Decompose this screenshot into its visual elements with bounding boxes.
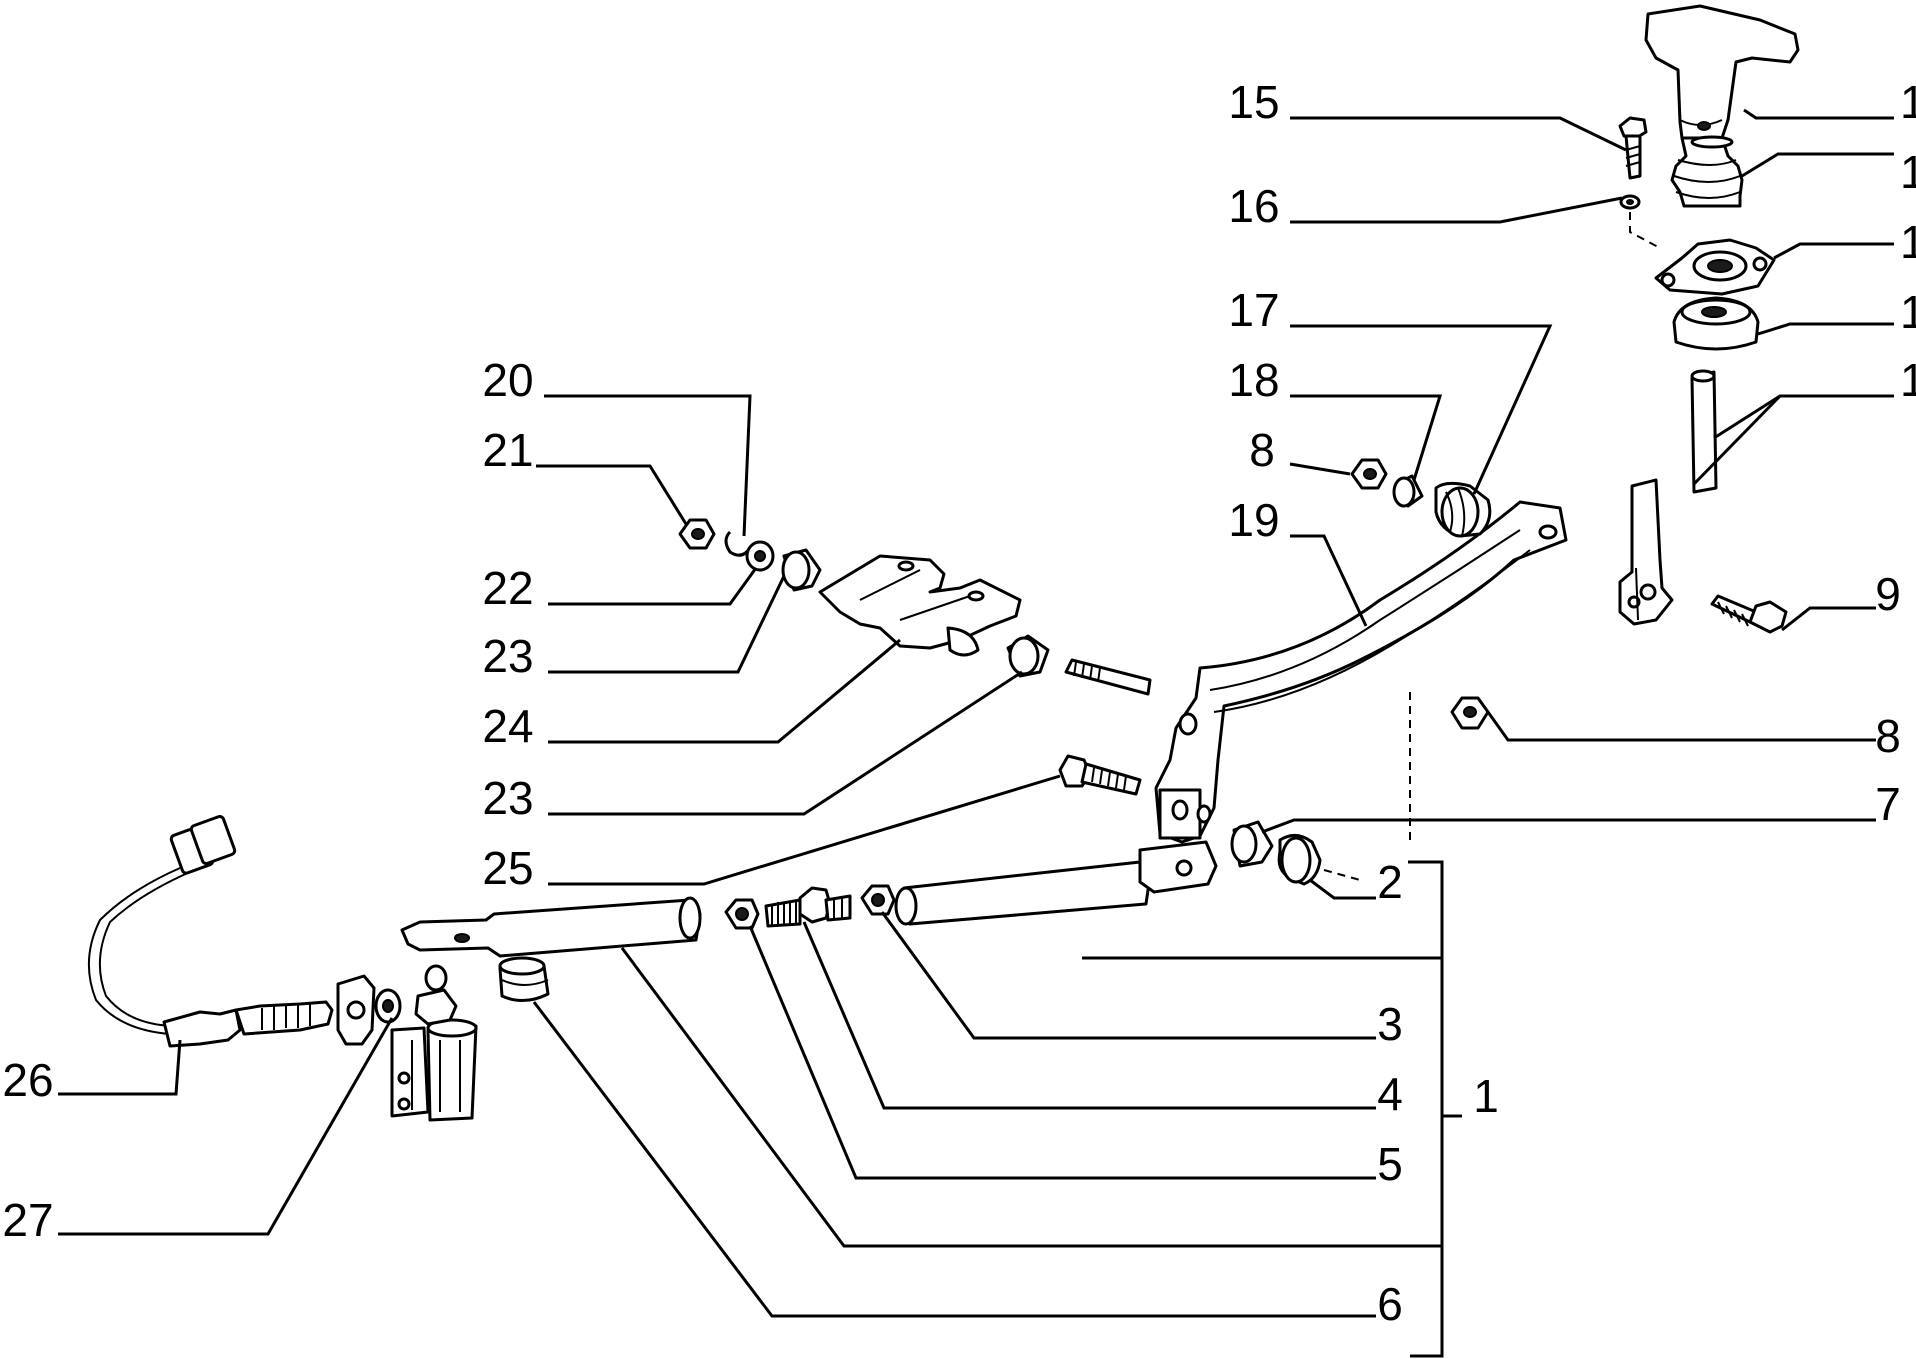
callout-14: 14 (1900, 76, 1916, 128)
leader-15 (1290, 116, 1627, 152)
part-spacer-18 (1392, 474, 1424, 508)
leader-24 (548, 638, 901, 744)
leader-2 (1309, 878, 1376, 900)
part-rod-6 (400, 896, 702, 958)
leader-21 (536, 464, 688, 525)
part-bracket-27 (336, 964, 478, 1122)
callout-3: 3 (1377, 998, 1403, 1050)
leader-3 (880, 911, 1376, 1040)
leader-12 (1773, 242, 1894, 260)
part-lever-rod (1618, 369, 1718, 626)
leader-13 (1741, 152, 1894, 178)
callout-1: 1 (1473, 1070, 1499, 1122)
part-rod-3 (894, 840, 1218, 926)
part-lower-bushing (1672, 296, 1760, 351)
leader-7 (1261, 818, 1876, 834)
callout-6: 6 (1377, 1278, 1403, 1330)
callout-4: 4 (1377, 1068, 1403, 1120)
part-bushing-23-lower (1006, 634, 1050, 678)
part-bushing-7 (1230, 820, 1274, 868)
leader-26 (58, 1039, 182, 1096)
callout-26: 26 (2, 1054, 53, 1106)
part-clamp-bracket-24 (818, 554, 1022, 657)
leader-19 (1290, 534, 1368, 627)
part-nut-3-adjacent (860, 884, 896, 916)
leader-23-lower (548, 670, 1023, 816)
part-bushing-2 (1277, 834, 1322, 886)
leader-23-upper (548, 575, 786, 674)
part-rubber-boot (1670, 135, 1744, 208)
leader-25 (548, 774, 1061, 886)
leader-10a (1713, 394, 1894, 440)
callout-15: 15 (1228, 76, 1279, 128)
callout-22: 22 (482, 562, 533, 614)
part-gear-knob (1644, 4, 1800, 144)
callout-25: 25 (482, 842, 533, 894)
part-nut-8-right (1450, 696, 1490, 730)
callout-2: 2 (1377, 856, 1403, 908)
leader-10b (1692, 394, 1782, 486)
leader-9 (1781, 606, 1876, 632)
part-nut-8-left (1350, 458, 1388, 490)
part-support-bracket (1064, 500, 1568, 844)
leader-4 (802, 921, 1376, 1110)
callout-18: 18 (1228, 354, 1279, 406)
part-nut-5 (724, 898, 760, 930)
leader-27 (58, 1017, 394, 1236)
leader-lines (58, 108, 1894, 1358)
part-spring-washer-20 (724, 530, 752, 557)
leader-17 (1290, 324, 1553, 495)
bracket-1 (1408, 860, 1444, 1358)
callout-24: 24 (482, 700, 533, 752)
leader-5 (748, 925, 1376, 1180)
part-bolt-15 (1618, 116, 1648, 180)
callout-12: 12 (1900, 216, 1916, 268)
callout-labels: 14 13 12 11 10 9 8 7 2 15 16 17 18 8 19 … (2, 76, 1916, 1330)
callout-9: 9 (1875, 568, 1901, 620)
part-bolt-25 (1058, 754, 1142, 796)
callout-23-lower: 23 (482, 772, 533, 824)
part-bolt-9 (1710, 594, 1788, 634)
leader-16 (1290, 196, 1623, 224)
part-grommet-17 (1434, 481, 1492, 538)
callout-27: 27 (2, 1194, 53, 1246)
callout-10: 10 (1900, 354, 1916, 406)
leader-8-right (1486, 711, 1876, 742)
part-oxygen-sensor (87, 815, 334, 1048)
callout-7: 7 (1875, 778, 1901, 830)
part-nut-21 (678, 518, 716, 550)
leader-20 (544, 394, 752, 537)
leader-11 (1757, 322, 1894, 336)
leader-22 (548, 567, 758, 606)
callout-17: 17 (1228, 284, 1279, 336)
callout-8-right: 8 (1875, 710, 1901, 762)
leader-18 (1290, 394, 1443, 481)
callout-20: 20 (482, 354, 533, 406)
callout-19: 19 (1228, 494, 1279, 546)
callout-11: 11 (1900, 286, 1916, 338)
callout-8-left: 8 (1249, 424, 1275, 476)
part-washer-16 (1619, 194, 1641, 210)
callout-23-upper: 23 (482, 630, 533, 682)
callout-16: 16 (1228, 180, 1279, 232)
callout-13: 13 (1900, 146, 1916, 198)
part-bumper-pad (498, 956, 550, 1002)
part-mounting-plate (1654, 238, 1776, 296)
part-bushing-23-upper (781, 548, 822, 592)
part-washer-22 (745, 540, 775, 572)
leader-14 (1743, 108, 1894, 120)
parts-drawing (87, 4, 1800, 1122)
part-threaded-adjuster-4 (764, 886, 852, 928)
leader-6-rod (620, 947, 1442, 1248)
callout-21: 21 (482, 424, 533, 476)
callout-5: 5 (1377, 1138, 1403, 1190)
leader-6 (532, 1001, 1376, 1318)
leader-8-left (1289, 462, 1351, 476)
